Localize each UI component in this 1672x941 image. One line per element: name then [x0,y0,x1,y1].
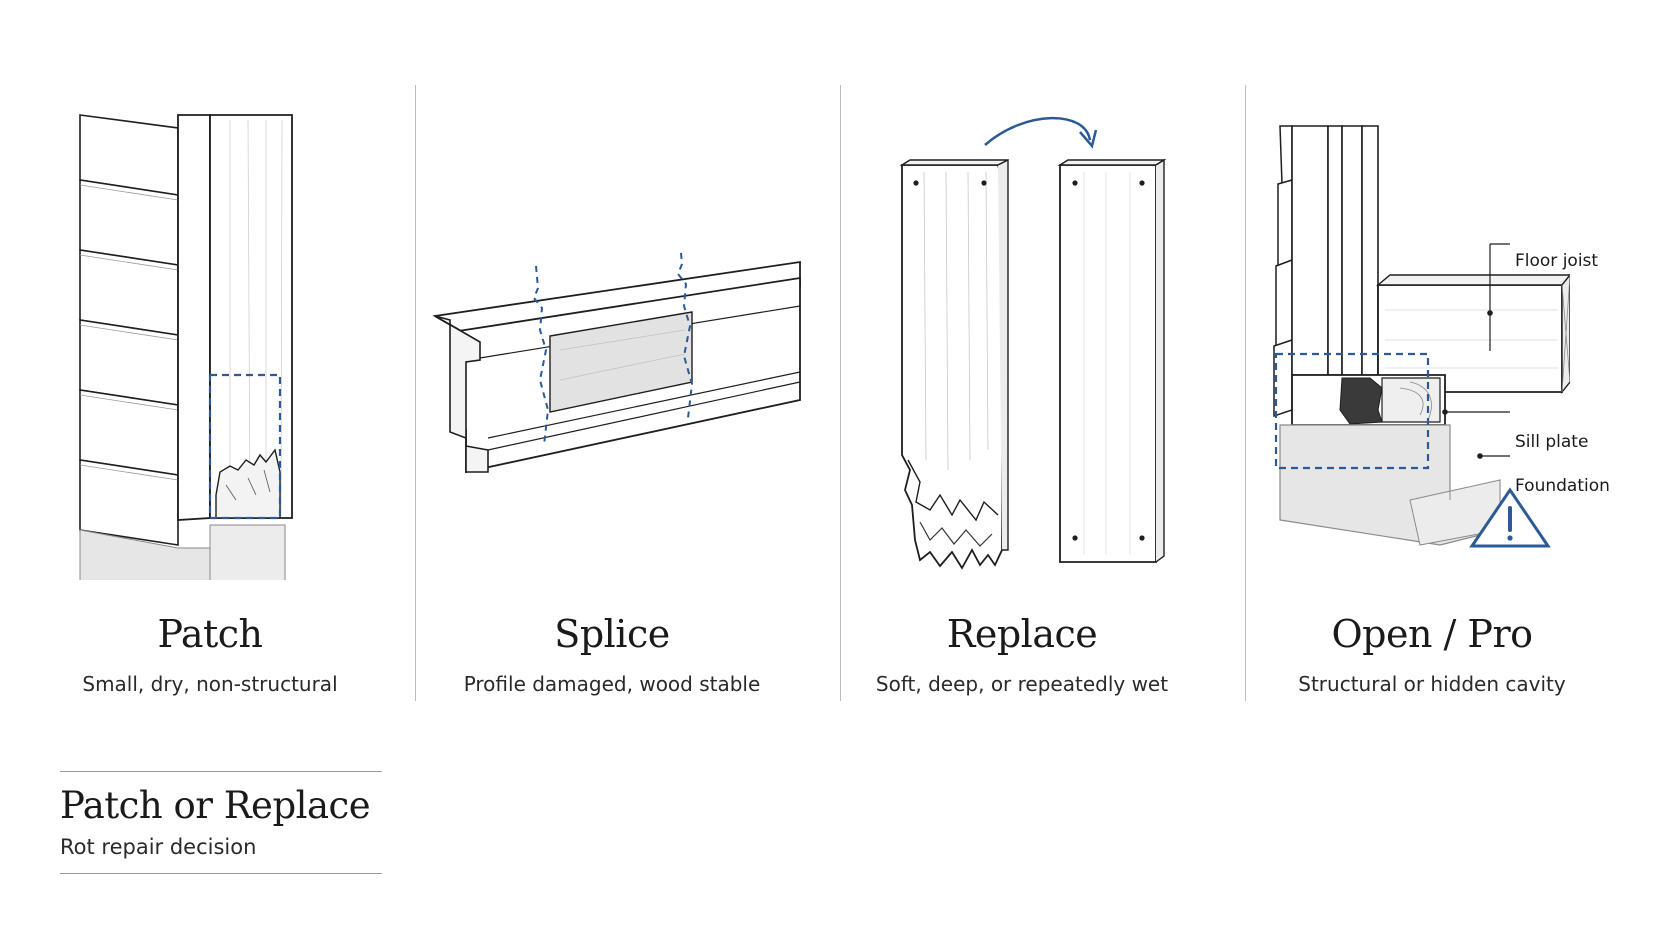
callout-floor-joist: Floor joist [1515,251,1598,271]
panel-subtitle-open-pro: Structural or hidden cavity [1222,672,1642,696]
title-rule-bottom [60,873,382,874]
panel-title-open-pro: Open / Pro [1232,612,1632,656]
page-subtitle: Rot repair decision [60,835,382,859]
panel-subtitle-patch: Small, dry, non-structural [0,672,420,696]
callout-foundation: Foundation [1515,476,1610,496]
title-rule-top [60,771,382,772]
callout-sill-plate: Sill plate [1515,432,1588,452]
patch-illustration [70,100,390,580]
panel-divider-1 [415,85,416,701]
panel-subtitle-splice: Profile damaged, wood stable [402,672,822,696]
title-block: Patch or Replace Rot repair decision [60,771,382,874]
open-pro-illustration [1270,110,1570,590]
panel-divider-2 [840,85,841,701]
curved-arrow-icon [985,118,1090,145]
panel-title-splice: Splice [412,612,812,656]
replace-illustration [880,110,1210,570]
splice-illustration [430,250,810,490]
panel-subtitle-replace: Soft, deep, or repeatedly wet [812,672,1232,696]
page-title: Patch or Replace [60,784,382,827]
panel-title-replace: Replace [822,612,1222,656]
panel-title-patch: Patch [10,612,410,656]
panel-divider-3 [1245,85,1246,701]
